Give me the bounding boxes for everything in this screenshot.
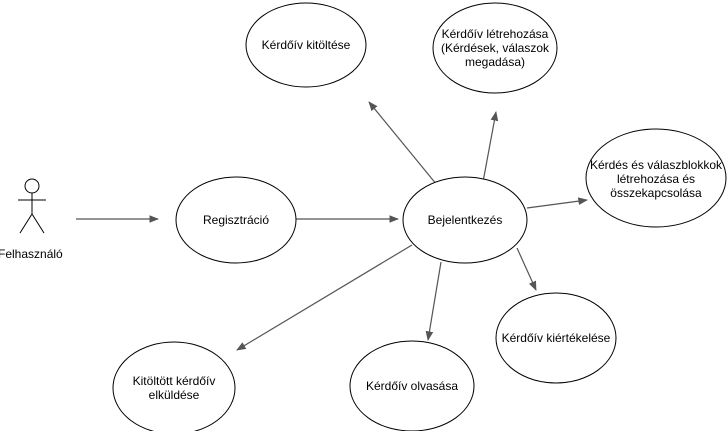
actor-left-leg	[19, 213, 33, 234]
edge-bejelentkezes-letrehozas	[482, 111, 499, 183]
use-case-regisztracio[interactable]: Regisztráció	[202, 213, 270, 227]
use-case-elkuldes-ellipse	[112, 341, 236, 431]
use-case-kiertekeles[interactable]: Kérdőív kiértékelése	[501, 331, 611, 345]
edge-bejelentkezes-kitoltes	[368, 101, 438, 186]
use-case-letrehozas-ellipse	[432, 2, 558, 94]
use-case-letrehozas[interactable]: Kérdőív létrehozása (Kérdések, válaszok …	[440, 27, 550, 69]
use-case-blokkok-ellipse	[585, 128, 727, 228]
edge-bejelentkezes-blokkok	[526, 197, 588, 209]
use-case-elkuldes[interactable]: Kitöltött kérdőív elküldése	[132, 374, 216, 402]
use-case-bejelentkezes[interactable]: Bejelentkezés	[427, 213, 503, 227]
use-case-regisztracio-ellipse	[175, 176, 297, 264]
edge-bejelentkezes-elkuldes	[236, 244, 413, 351]
actor-label: Felhasználó	[0, 247, 63, 261]
edge-bejelentkezes-olvasas	[425, 261, 442, 341]
actor-head	[24, 178, 40, 194]
use-case-olvasas-ellipse	[349, 340, 475, 431]
use-case-kitoltes[interactable]: Kérdőív kitöltése	[261, 38, 351, 52]
use-case-blokkok[interactable]: Kérdés és válaszblokkok létrehozása és ö…	[589, 158, 723, 200]
use-case-bejelentkezes-ellipse	[402, 176, 528, 264]
edge-bejelentkezes-kiertekeles	[516, 247, 537, 291]
actor-figure	[18, 178, 46, 234]
use-case-kitoltes-ellipse	[245, 2, 367, 88]
use-case-kiertekeles-ellipse	[495, 292, 617, 384]
use-case-olvasas[interactable]: Kérdőív olvasása	[365, 379, 459, 393]
actor-right-leg	[31, 213, 45, 234]
